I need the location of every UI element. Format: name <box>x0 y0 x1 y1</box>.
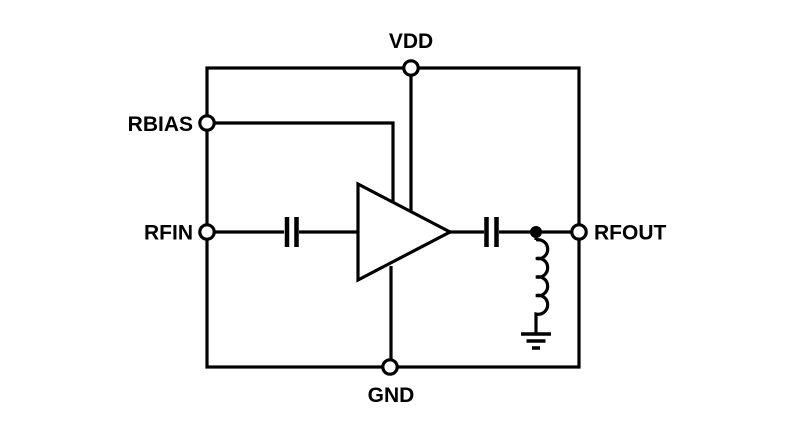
rbias-terminal <box>198 114 216 132</box>
output-capacitor <box>484 217 499 247</box>
pin-labels: VDD RBIAS RFIN RFOUT GND <box>128 30 667 407</box>
rbias-wire <box>207 121 395 205</box>
shunt-inductor <box>534 238 550 333</box>
vdd-terminal <box>402 59 420 77</box>
rfout-terminal <box>570 223 588 241</box>
gnd-label: GND <box>368 384 415 407</box>
pin-terminals <box>198 59 588 376</box>
gnd-terminal <box>381 358 399 376</box>
rfout-label: RFOUT <box>594 222 666 245</box>
rfin-terminal <box>198 223 216 241</box>
junction-dot <box>530 226 542 238</box>
vdd-label: VDD <box>389 30 433 53</box>
amplifier-triangle <box>356 181 454 283</box>
input-capacitor <box>284 217 299 247</box>
wires <box>207 68 579 367</box>
ground-symbol <box>521 332 551 350</box>
rbias-label: RBIAS <box>128 113 193 136</box>
rfin-label: RFIN <box>144 222 193 245</box>
